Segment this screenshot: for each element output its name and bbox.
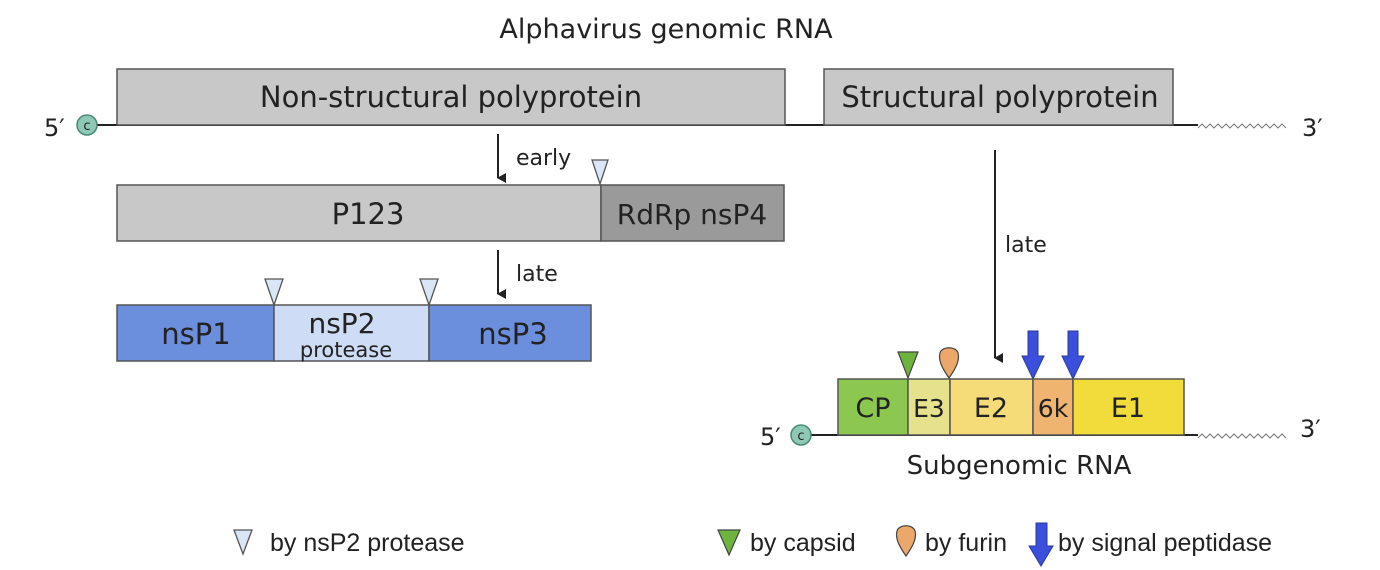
- genomic-cap-label: c: [83, 119, 90, 134]
- segment-e3-box: [907, 378, 951, 436]
- nsp2-cleavage-marker-nsp1-nsp2: [264, 278, 284, 307]
- nsp2-box: [273, 304, 430, 362]
- nsp2-sub-label: protease: [300, 338, 392, 362]
- legend-signal-peptidase-icon: [1028, 522, 1054, 567]
- nsp2-cleavage-marker-p123-nsp4: [591, 159, 609, 187]
- nsp1-box: [116, 304, 275, 362]
- legend-signal-peptidase-label: by signal peptidase: [1058, 529, 1272, 557]
- segment-6k-label: 6k: [1038, 394, 1069, 423]
- genomic-three-prime-label: 3′: [1302, 114, 1323, 142]
- furin-cleavage-marker: [938, 347, 960, 380]
- structural-polyprotein-box: [823, 68, 1174, 126]
- subgenomic-title: Subgenomic RNA: [907, 451, 1132, 481]
- nsp2-label: nsP2: [308, 307, 375, 340]
- nsp-row: nsP1 nsP2 protease nsP3: [116, 304, 592, 362]
- legend: by nsP2 protease by capsid by furin by s…: [233, 522, 1272, 567]
- genomic-cap-icon: [76, 114, 98, 136]
- legend-furin-icon: [895, 525, 917, 558]
- nonstructural-polyprotein-label: Non-structural polyprotein: [260, 80, 642, 114]
- p123-nsp4-row: P123 RdRp nsP4: [116, 184, 785, 242]
- segment-e3-label: E3: [913, 394, 945, 423]
- nsp4-box: [600, 184, 785, 242]
- signal-peptidase-marker-e2-6k: [1021, 330, 1045, 381]
- segment-6k-box: [1032, 378, 1074, 436]
- genomic-rna: 5′ c Non-structural polyprotein Structur…: [44, 68, 1323, 142]
- late-label-structural: late: [1005, 233, 1047, 258]
- genomic-five-prime-label: 5′: [44, 114, 65, 142]
- nsp4-label: RdRp nsP4: [617, 198, 767, 231]
- segment-e1-box: [1072, 378, 1185, 436]
- late-label-nsps: late: [516, 262, 558, 287]
- subgenomic-polya-squiggle: [1197, 433, 1287, 439]
- legend-nsp2-protease-label: by nsP2 protease: [270, 529, 465, 557]
- subgenomic-cap-label: c: [797, 429, 804, 444]
- structural-polyprotein-label: Structural polyprotein: [841, 80, 1158, 114]
- segment-cp-label: CP: [855, 393, 890, 424]
- legend-capsid-icon: [717, 529, 741, 557]
- nsp2-cleavage-marker-nsp2-nsp3: [419, 278, 439, 307]
- genomic-polya-squiggle: [1197, 123, 1287, 129]
- nonstructural-polyprotein-box: [116, 68, 786, 126]
- subgenomic-cap-icon: [790, 424, 812, 446]
- legend-capsid-label: by capsid: [750, 529, 856, 557]
- signal-peptidase-marker-6k-e1: [1061, 330, 1085, 381]
- segment-e1-label: E1: [1111, 393, 1145, 424]
- subgenomic-three-prime-label: 3′: [1300, 415, 1321, 443]
- p123-box: [116, 184, 602, 242]
- capsid-cleavage-marker: [897, 351, 919, 380]
- subgenomic-rna: 5′ c CP E3 E2 6k E1 3′ Subgenomic RNA: [760, 378, 1321, 481]
- legend-furin-label: by furin: [925, 529, 1007, 557]
- legend-nsp2-protease-icon: [233, 529, 253, 556]
- p123-label: P123: [332, 197, 405, 231]
- diagram-title: Alphavirus genomic RNA: [499, 14, 833, 45]
- nsp1-label: nsP1: [161, 317, 230, 351]
- early-label: early: [516, 146, 571, 171]
- segment-e2-label: E2: [974, 393, 1008, 424]
- segment-e2-box: [949, 378, 1034, 436]
- nsp3-box: [428, 304, 592, 362]
- subgenomic-five-prime-label: 5′: [760, 423, 781, 451]
- nsp3-label: nsP3: [478, 317, 547, 351]
